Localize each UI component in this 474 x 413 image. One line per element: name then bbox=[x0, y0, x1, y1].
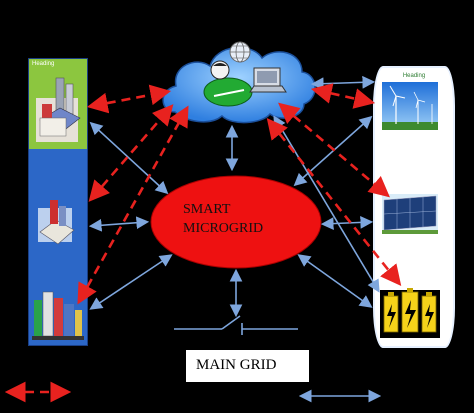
connector-factory-microgrid bbox=[89, 121, 169, 195]
smart-microgrid-label-line1: SMART bbox=[183, 202, 231, 217]
smart-microgrid-label-line2: MICROGRID bbox=[183, 221, 264, 236]
generation-panel-heading: Heading bbox=[402, 73, 426, 79]
smart-microgrid-label: SMART MICROGRID bbox=[183, 200, 303, 238]
comm-cloud-city bbox=[77, 105, 189, 305]
connector-cloud-wind-solid bbox=[310, 75, 376, 91]
comm-cloud-factory bbox=[86, 84, 172, 114]
globe-icon bbox=[229, 41, 251, 63]
switch-icon bbox=[174, 315, 298, 335]
comm-cloud-wind bbox=[310, 83, 376, 109]
comm-cloud-battery bbox=[266, 117, 402, 287]
consumers-panel-heading: Heading bbox=[32, 61, 55, 67]
wind-turbine-icon bbox=[382, 82, 438, 130]
city-buildings-icon bbox=[32, 291, 84, 340]
connector-solar-microgrid bbox=[320, 216, 374, 230]
connector-battery-microgrid bbox=[297, 254, 373, 308]
connector-city-microgrid bbox=[89, 254, 173, 310]
factory-icon bbox=[36, 77, 81, 142]
solar-panel-icon bbox=[382, 194, 438, 234]
battery-icon bbox=[380, 288, 440, 338]
connector-office-microgrid bbox=[88, 216, 150, 232]
office-building-icon bbox=[38, 200, 75, 245]
comm-cloud-solar bbox=[278, 102, 390, 198]
laptop-icon bbox=[249, 67, 287, 93]
main-grid-label: MAIN GRID bbox=[196, 357, 277, 373]
main-grid-node: MAIN GRID bbox=[186, 350, 309, 382]
